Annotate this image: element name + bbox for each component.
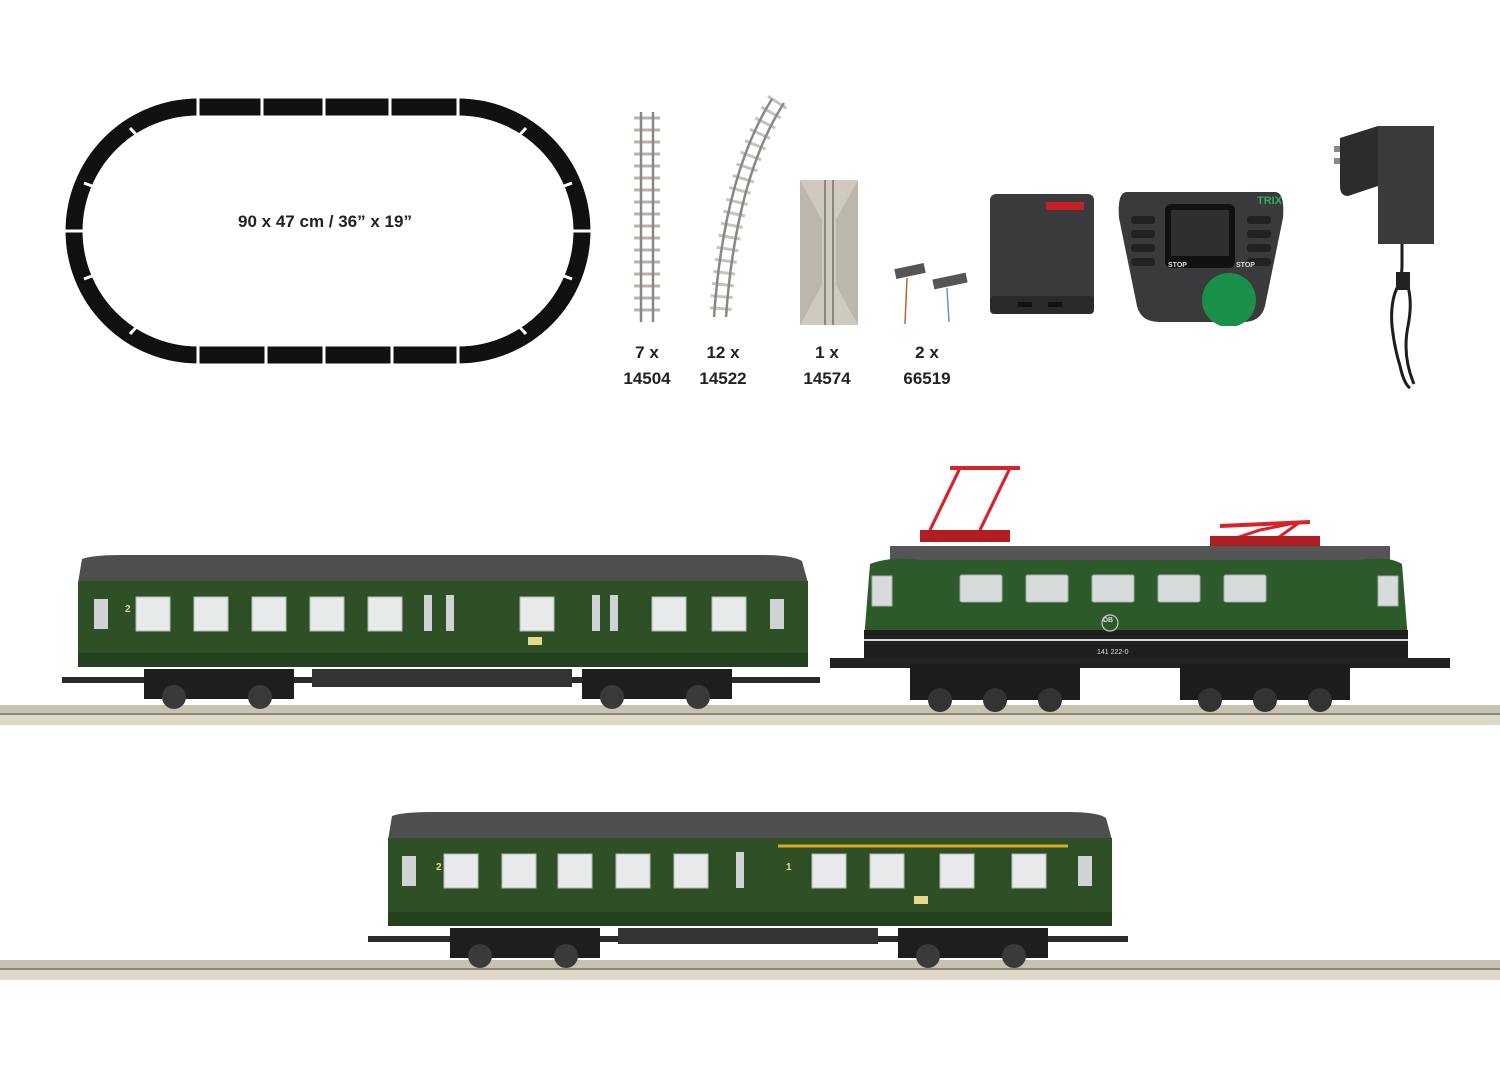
track-item-feeder: 1 x 14574 xyxy=(792,340,862,392)
track-item-qty: 1 x xyxy=(815,343,839,362)
coach2-class-label-right: 1 xyxy=(786,862,792,873)
coach1-db-badge: DB xyxy=(528,637,539,644)
electric-locomotive xyxy=(830,460,1450,715)
layout-dimensions-text: 90 x 47 cm / 36” x 19” xyxy=(238,212,412,231)
curved-track-icon xyxy=(700,95,790,325)
track-item-part: 14574 xyxy=(803,369,851,388)
oval-track-layout xyxy=(62,95,594,367)
track-item-part: 14522 xyxy=(699,369,747,388)
svg-text:TRIX: TRIX xyxy=(1257,195,1283,207)
controller-stop-right: STOP xyxy=(1236,262,1255,269)
passenger-coach-2 xyxy=(368,810,1128,970)
feeder-track-icon xyxy=(800,180,858,325)
coach2-class-label-left: 2 xyxy=(436,862,442,873)
power-supply-icon xyxy=(1330,126,1440,391)
connector-box-icon xyxy=(988,192,1096,316)
controller-stop-left: STOP xyxy=(1168,262,1187,269)
straight-track-icon xyxy=(630,110,664,325)
loco-db-badge: DB xyxy=(1103,617,1114,624)
ballast-track-upper xyxy=(0,703,1500,727)
coach2-db-badge: DB xyxy=(916,896,927,903)
connector-cables-icon xyxy=(893,262,973,327)
track-item-curved: 12 x 14522 xyxy=(688,340,758,392)
track-item-part: 66519 xyxy=(903,369,951,388)
coach1-class-label: 2 xyxy=(125,604,131,615)
track-item-qty: 12 x xyxy=(706,343,740,362)
loco-number: 141 222-0 xyxy=(1097,649,1129,656)
passenger-coach-1 xyxy=(62,553,820,713)
mobile-station-controller-icon: TRIX xyxy=(1115,188,1287,326)
track-item-cables: 2 x 66519 xyxy=(892,340,962,392)
ballast-track-lower xyxy=(0,958,1500,982)
track-item-qty: 2 x xyxy=(915,343,939,362)
track-item-qty: 7 x xyxy=(635,343,659,362)
track-item-part: 14504 xyxy=(623,369,671,388)
track-item-straight: 7 x 14504 xyxy=(612,340,682,392)
